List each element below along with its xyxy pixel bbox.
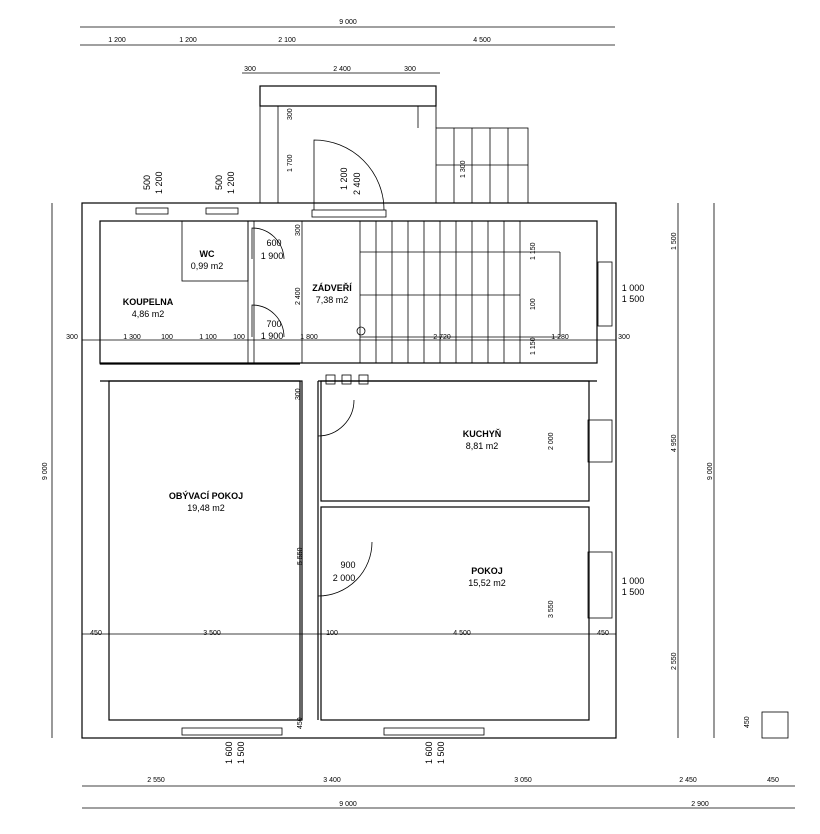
- dimension-lines: [51, 26, 795, 809]
- pokoj-south-window-h: 1 500: [436, 741, 446, 764]
- dim-bottom-2550: 2 550: [147, 777, 165, 784]
- dim-legend-450: 450: [744, 716, 751, 728]
- pokoj-door-h: 2 000: [333, 573, 356, 583]
- room-name-pokoj: POKOJ: [471, 566, 503, 576]
- room-area-kuchyn: 8,81 m2: [466, 441, 499, 451]
- entry-door-w: 1 200: [339, 167, 349, 190]
- dim-row-100-a: 100: [161, 334, 173, 341]
- dim-porch-3: 300: [404, 66, 416, 73]
- wc-door-h: 1 900: [261, 251, 284, 261]
- dim-bottom-total: 9 000: [339, 801, 357, 808]
- dim-bottom-3400: 3 400: [323, 777, 341, 784]
- dim-row2-4500: 4 500: [453, 630, 471, 637]
- dim-left-total: 9 000: [42, 462, 49, 480]
- dim-right-2550: 2 550: [671, 652, 678, 670]
- koupelna-door-w: 700: [266, 319, 281, 329]
- wc-window-w: 500: [214, 175, 224, 190]
- dim-stair-1300: 1 300: [460, 160, 467, 178]
- room-name-zadveri: ZÁDVEŘÍ: [312, 282, 352, 293]
- room-name-obyvaci: OBÝVACÍ POKOJ: [169, 490, 243, 501]
- dim-row-1100: 1 100: [199, 334, 217, 341]
- koupelna-window-h: 1 200: [154, 171, 164, 194]
- dim-bottom-2900: 2 900: [691, 801, 709, 808]
- entry-door-h: 2 400: [352, 172, 362, 195]
- dim-wall-2400: 2 400: [295, 287, 302, 305]
- room-area-zadveri: 7,38 m2: [316, 295, 349, 305]
- dim-top-1: 1 200: [108, 37, 126, 44]
- dim-row2-100: 100: [326, 630, 338, 637]
- room-area-pokoj: 15,52 m2: [468, 578, 506, 588]
- dim-top-2: 1 200: [179, 37, 197, 44]
- dim-porch-2: 2 400: [333, 66, 351, 73]
- dim-right-total: 9 000: [707, 462, 714, 480]
- dim-pokoj-3550: 3 550: [548, 600, 555, 618]
- dim-row-1280: 1 280: [551, 334, 569, 341]
- dim-stair-1150-b: 1 150: [530, 337, 537, 355]
- dim-top-3: 2 100: [278, 37, 296, 44]
- dim-row-1800: 1 800: [300, 334, 318, 341]
- legend-box: [761, 711, 789, 739]
- pokoj-window-h: 1 500: [622, 587, 645, 597]
- dimension-labels: 9 000 1 200 1 200 2 100 4 500 300 2 400 …: [42, 19, 779, 808]
- obyvaci-window-w: 1 600: [224, 741, 234, 764]
- dim-stair-100: 100: [530, 298, 537, 310]
- dim-stair-1150-a: 1 150: [530, 242, 537, 260]
- dim-right-4950: 4 950: [671, 434, 678, 452]
- dim-row2-450-left: 450: [90, 630, 102, 637]
- stair-window-h: 1 500: [622, 294, 645, 304]
- dim-bottom-2450: 2 450: [679, 777, 697, 784]
- stair-window-w: 1 000: [622, 283, 645, 293]
- kuchyn-door: [317, 399, 355, 437]
- dim-row-2720: 2 720: [433, 334, 451, 341]
- entry-door: [311, 139, 387, 218]
- dim-top-4: 4 500: [473, 37, 491, 44]
- dim-porch-v-300: 300: [287, 108, 294, 120]
- wc-window-h: 1 200: [226, 171, 236, 194]
- windows: [135, 207, 613, 736]
- koupelna-window-w: 500: [142, 175, 152, 190]
- dim-hall-5550: 5 550: [297, 547, 304, 565]
- room-name-kuchyn: KUCHYŇ: [463, 428, 502, 439]
- dim-row-1300: 1 300: [123, 334, 141, 341]
- room-area-wc: 0,99 m2: [191, 261, 224, 271]
- koupelna-door: [251, 304, 285, 338]
- staircase: [356, 221, 561, 363]
- pokoj-south-window-w: 1 600: [424, 741, 434, 764]
- dim-row2-450-right: 450: [597, 630, 609, 637]
- room-area-koupelna: 4,86 m2: [132, 309, 165, 319]
- koupelna-door-h: 1 900: [261, 331, 284, 341]
- pokoj-window-w: 1 000: [622, 576, 645, 586]
- interior-walls: [99, 220, 597, 721]
- dim-wall-300-b: 300: [295, 388, 302, 400]
- room-name-wc: WC: [200, 249, 215, 259]
- porch: [259, 85, 529, 204]
- obyvaci-window-h: 1 500: [236, 741, 246, 764]
- dim-row-300-right: 300: [618, 334, 630, 341]
- pokoj-door-w: 900: [340, 560, 355, 570]
- room-area-obyvaci: 19,48 m2: [187, 503, 225, 513]
- dim-porch-v-1700: 1 700: [287, 154, 294, 172]
- pokoj-door: [317, 541, 373, 597]
- dim-bottom-3050: 3 050: [514, 777, 532, 784]
- opening-labels: 600 1 900 700 1 900 900 2 000 1 000 1 50…: [142, 167, 644, 764]
- dim-row-100-b: 100: [233, 334, 245, 341]
- room-name-koupelna: KOUPELNA: [123, 297, 174, 307]
- dim-wall-450-bottom: 450: [297, 717, 304, 729]
- dim-wall-300-a: 300: [295, 224, 302, 236]
- room-labels: KOUPELNA 4,86 m2 WC 0,99 m2 ZÁDVEŘÍ 7,38…: [123, 249, 506, 588]
- dim-kuchyn-2000: 2 000: [548, 432, 555, 450]
- wc-door-w: 600: [266, 238, 281, 248]
- dim-row-300-left: 300: [66, 334, 78, 341]
- dim-row2-3500: 3 500: [203, 630, 221, 637]
- dim-right-1500: 1 500: [671, 232, 678, 250]
- dim-bottom-450: 450: [767, 777, 779, 784]
- dim-porch-1: 300: [244, 66, 256, 73]
- dim-top-total: 9 000: [339, 19, 357, 26]
- wc-door: [251, 227, 285, 260]
